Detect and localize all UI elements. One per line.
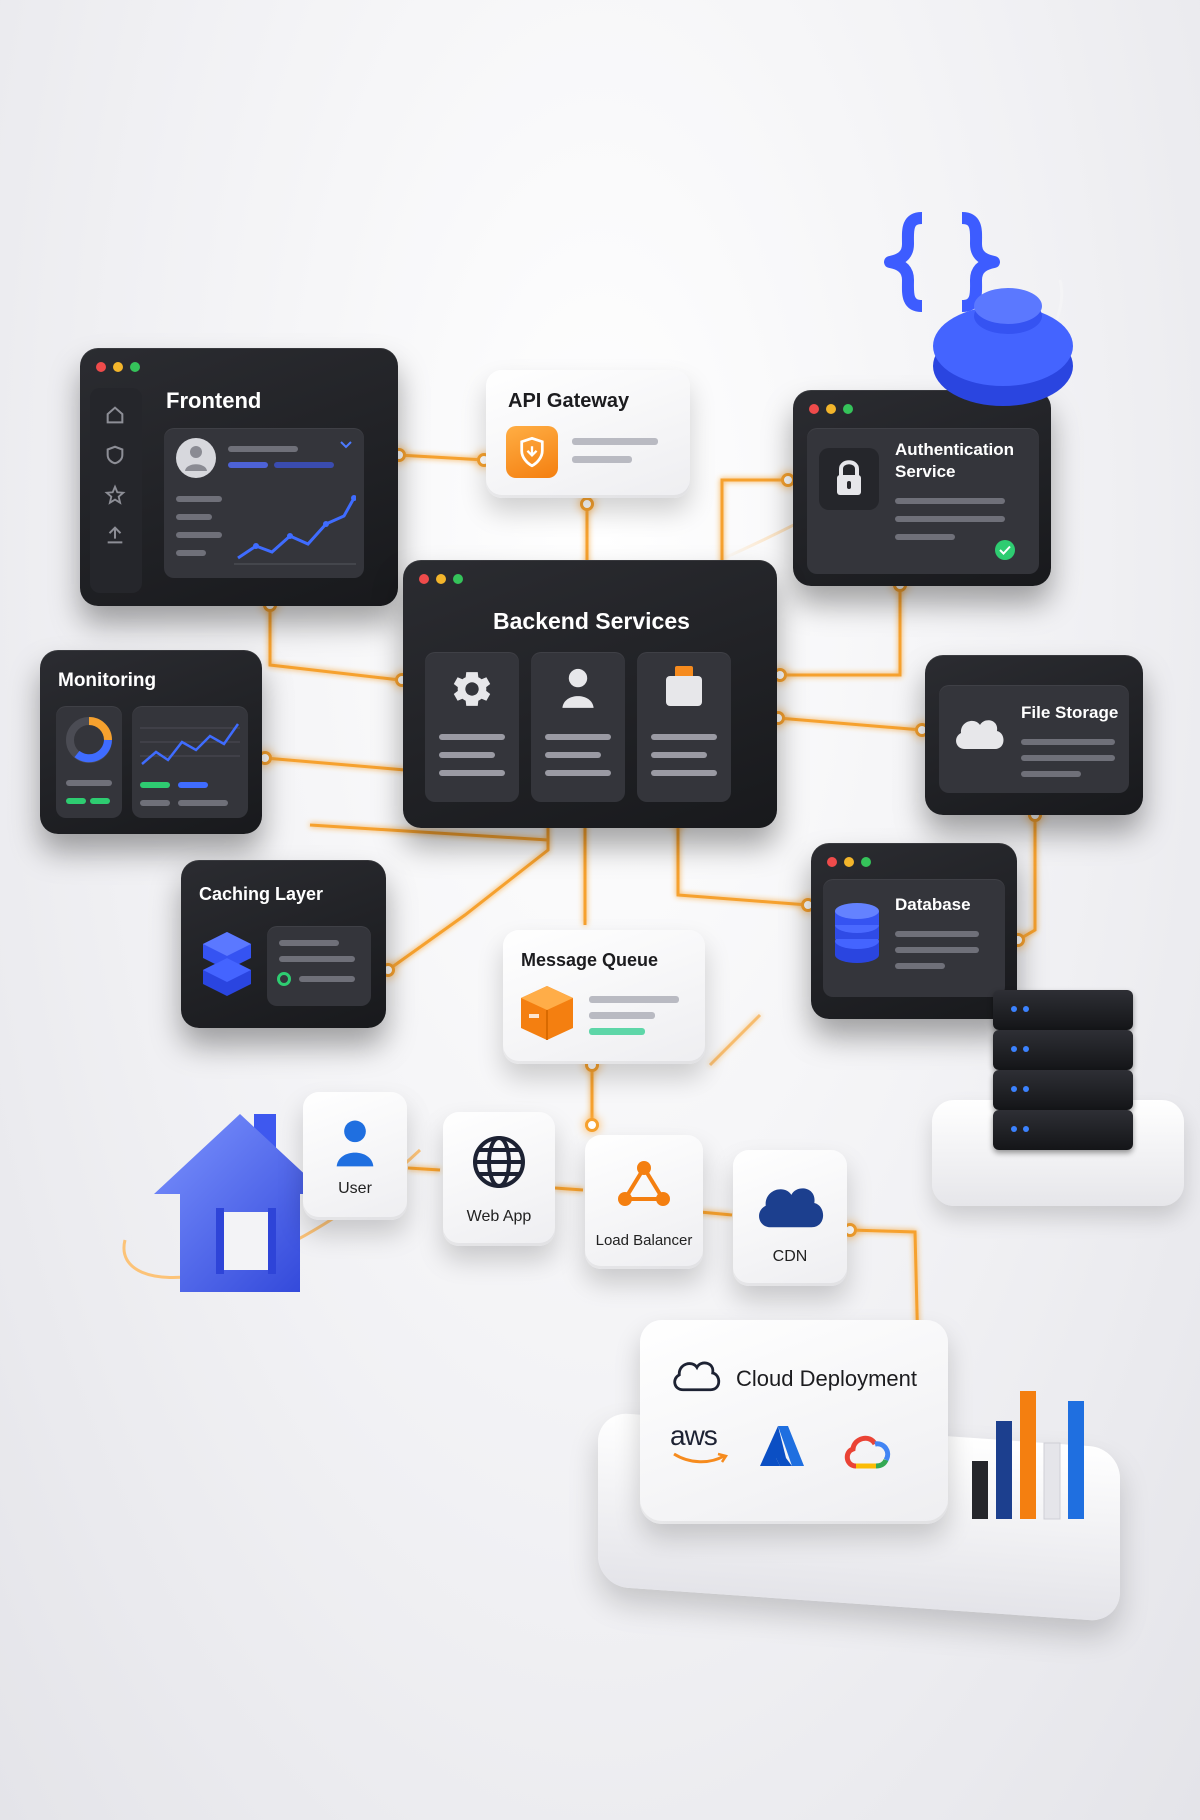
- status-indicator-icon: [277, 972, 291, 986]
- link-backend-storage: [777, 716, 923, 732]
- auth-panel: Authentication Service: [807, 428, 1039, 574]
- link-queue-server: [708, 1013, 762, 1067]
- google-cloud-logo-icon: [844, 1435, 891, 1469]
- connector-dot: [580, 497, 594, 511]
- gear-icon: [453, 672, 491, 706]
- backend-module-settings: [425, 652, 519, 802]
- backend-module-storage: [637, 652, 731, 802]
- user-label: User: [338, 1180, 372, 1197]
- star-icon: [104, 484, 126, 505]
- lock-icon: [819, 448, 879, 510]
- aws-text: aws: [670, 1420, 718, 1451]
- api-gateway-card[interactable]: API Gateway: [486, 370, 690, 498]
- donut-chart-icon: [66, 717, 112, 763]
- chevron-down-icon: [340, 441, 352, 449]
- link-frontend-backend: [268, 605, 401, 682]
- backend-title: Backend Services: [493, 608, 690, 634]
- link-user-webapp: [407, 1166, 441, 1172]
- load-balancer-label: Load Balancer: [595, 1232, 693, 1249]
- cube-icon: [203, 932, 251, 996]
- link-balancer-cdn: [699, 1210, 733, 1217]
- monitoring-donut-panel: [56, 706, 122, 818]
- file-storage-title: File Storage: [1021, 703, 1119, 722]
- monitoring-title: Monitoring: [58, 670, 157, 691]
- link-monitoring-backend: [264, 756, 406, 772]
- auth-title-line2: Service: [895, 462, 956, 481]
- check-icon: [995, 540, 1015, 560]
- cloud-icon: [759, 1188, 824, 1228]
- load-balancer-node[interactable]: Load Balancer: [585, 1135, 703, 1269]
- file-storage-card[interactable]: File Storage: [925, 655, 1143, 815]
- window-controls: [809, 404, 853, 414]
- monitoring-graph-panel: [132, 706, 248, 818]
- message-queue-card[interactable]: Message Queue: [503, 930, 705, 1064]
- caching-layer-card[interactable]: Caching Layer: [181, 860, 386, 1028]
- network-icon: [618, 1161, 670, 1206]
- window-controls: [96, 362, 140, 372]
- window-controls: [827, 857, 871, 867]
- frontend-card[interactable]: Frontend: [80, 348, 398, 606]
- database-panel: Database: [823, 879, 1005, 997]
- user-icon: [562, 668, 594, 708]
- monitoring-card[interactable]: Monitoring: [40, 650, 262, 834]
- user-icon: [185, 446, 207, 471]
- shield-icon: [506, 426, 558, 478]
- cloud-deployment-card[interactable]: Cloud Deployment aws: [640, 1320, 948, 1524]
- backend-module-users: [531, 652, 625, 802]
- caching-panel: [267, 926, 371, 1006]
- connector-dot: [585, 1118, 599, 1132]
- globe-icon: [473, 1136, 525, 1188]
- azure-logo-icon: [760, 1426, 804, 1466]
- link-frontend-gateway: [397, 453, 486, 462]
- line-chart-icon: [234, 495, 356, 565]
- auth-title-line1: Authentication: [895, 440, 1014, 459]
- package-icon: [521, 986, 573, 1040]
- cloud-icon: [956, 720, 1004, 749]
- frontend-dashboard-panel: [164, 428, 364, 578]
- window-controls: [419, 574, 463, 584]
- aws-logo: aws: [670, 1420, 730, 1470]
- braces-icon: [884, 212, 1000, 312]
- web-app-node[interactable]: Web App: [443, 1112, 555, 1246]
- message-queue-title: Message Queue: [521, 950, 659, 970]
- frontend-title: Frontend: [166, 388, 262, 413]
- database-title: Database: [895, 895, 971, 914]
- link-backend-database: [676, 820, 809, 907]
- cloud-deployment-title: Cloud Deployment: [736, 1366, 917, 1391]
- web-app-label: Web App: [466, 1208, 532, 1225]
- database-card[interactable]: Database: [811, 843, 1017, 1019]
- auth-service-card[interactable]: Authentication Service: [793, 390, 1051, 586]
- line-chart-icon: [140, 723, 240, 765]
- home-icon: [154, 1114, 326, 1292]
- link-webapp-balancer: [554, 1186, 584, 1192]
- user-node[interactable]: User: [303, 1092, 407, 1220]
- backend-services-card[interactable]: Backend Services: [403, 560, 777, 828]
- cloud-icon: [673, 1361, 721, 1392]
- upload-icon: [107, 526, 123, 544]
- shield-icon: [106, 445, 124, 465]
- link-auth-backend-lower: [780, 585, 902, 677]
- database-icon: [835, 903, 879, 963]
- caching-title: Caching Layer: [199, 884, 324, 904]
- home-icon: [106, 406, 124, 424]
- link-storage-database: [1017, 815, 1037, 942]
- cdn-node[interactable]: CDN: [733, 1150, 847, 1286]
- box-icon: [666, 666, 702, 706]
- file-storage-panel: File Storage: [939, 685, 1129, 793]
- bar-chart-icon: [972, 1391, 1084, 1520]
- api-gateway-title: API Gateway: [508, 390, 630, 412]
- user-icon: [336, 1120, 374, 1167]
- cdn-label: CDN: [772, 1248, 808, 1265]
- api-disk-icon: [933, 288, 1073, 406]
